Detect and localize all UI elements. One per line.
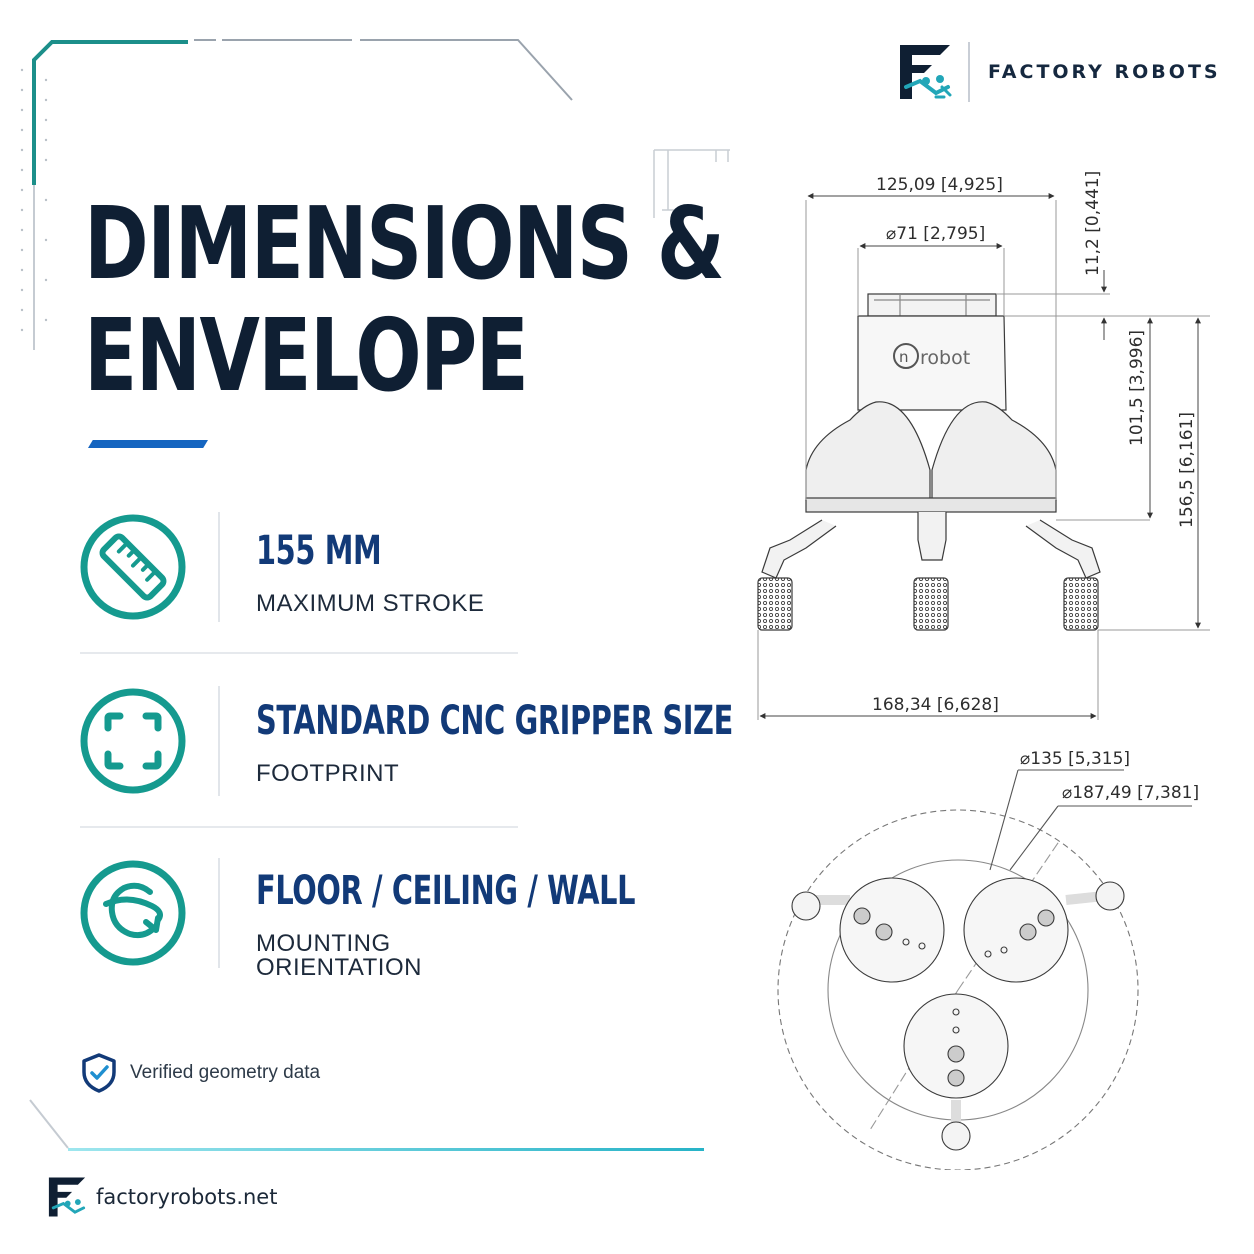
dim-body-height: 101,5 [3,996] [1127, 330, 1147, 446]
verified-badge: Verified geometry data [80, 1052, 320, 1094]
brand-header: FACTORY ROBOTS [896, 40, 1221, 104]
page-title-line-1: DIMENSIONS & [84, 185, 725, 302]
feature-stroke: 155 MM MAXIMUM STROKE [78, 512, 698, 622]
dim-span-width: 168,34 [6,628] [872, 695, 999, 715]
dim-flange-diameter: ⌀71 [2,795] [886, 224, 985, 244]
footer: factoryrobots.net [46, 1174, 277, 1220]
onrobot-logo: n robot [893, 343, 970, 369]
feature-separator [218, 858, 220, 968]
feature-orientation: FLOOR / CEILING / WALL MOUNTING ORIENTAT… [78, 858, 698, 980]
page-title: DIMENSIONS & ENVELOPE [84, 185, 725, 414]
feature-label: MOUNTING ORIENTATION [256, 932, 422, 980]
frame-corners-icon [80, 688, 186, 794]
website-link[interactable]: factoryrobots.net [96, 1185, 278, 1209]
feature-label: MAXIMUM STROKE [256, 592, 484, 616]
feature-label-line: MAXIMUM STROKE [256, 590, 485, 617]
title-underline [88, 440, 208, 448]
feature-label-line: MOUNTING [256, 930, 391, 957]
bottom-rule [68, 1148, 704, 1151]
feature-separator [218, 686, 220, 796]
feature-value: 155 MM [256, 528, 382, 574]
ruler-icon [80, 514, 186, 620]
feature-footprint: STANDARD CNC GRIPPER SIZE FOOTPRINT [78, 686, 733, 796]
feature-label-line: ORIENTATION [256, 954, 422, 981]
rotate-orientation-icon [80, 860, 186, 966]
dimension-labels: 125,09 [4,925] ⌀71 [2,795] 11,2 [0,441] … [872, 171, 1199, 803]
verified-text: Verified geometry data [130, 1062, 321, 1083]
feature-divider [80, 652, 518, 654]
dim-flange-height: 11,2 [0,441] [1083, 171, 1103, 276]
feature-value: FLOOR / CEILING / WALL [256, 868, 636, 914]
onrobot-logo-text: robot [920, 347, 970, 369]
side-view [757, 293, 1101, 631]
feature-separator [218, 512, 220, 622]
dim-total-height: 156,5 [6,161] [1177, 412, 1197, 528]
factory-robots-logo-icon [48, 1177, 86, 1217]
feature-label-line: FOOTPRINT [256, 760, 400, 787]
feature-label: FOOTPRINT [256, 762, 399, 786]
page-title-line-2: ENVELOPE [84, 297, 529, 414]
shield-check-icon [82, 1053, 116, 1093]
dim-inner-diameter: ⌀135 [5,315] [1020, 749, 1130, 769]
dim-outer-diameter: ⌀187,49 [7,381] [1062, 783, 1199, 803]
factory-robots-logo-icon [900, 45, 952, 99]
svg-text:n: n [899, 348, 909, 366]
feature-divider [80, 826, 518, 828]
top-view [777, 769, 1192, 1170]
brand-divider [968, 42, 970, 102]
brand-name: FACTORY ROBOTS [988, 61, 1221, 83]
feature-value: STANDARD CNC GRIPPER SIZE [256, 698, 733, 744]
dim-top-width: 125,09 [4,925] [876, 175, 1003, 195]
technical-drawing: n robot 125,09 [4,925] ⌀71 [2,795] 11,2 … [757, 171, 1210, 1170]
